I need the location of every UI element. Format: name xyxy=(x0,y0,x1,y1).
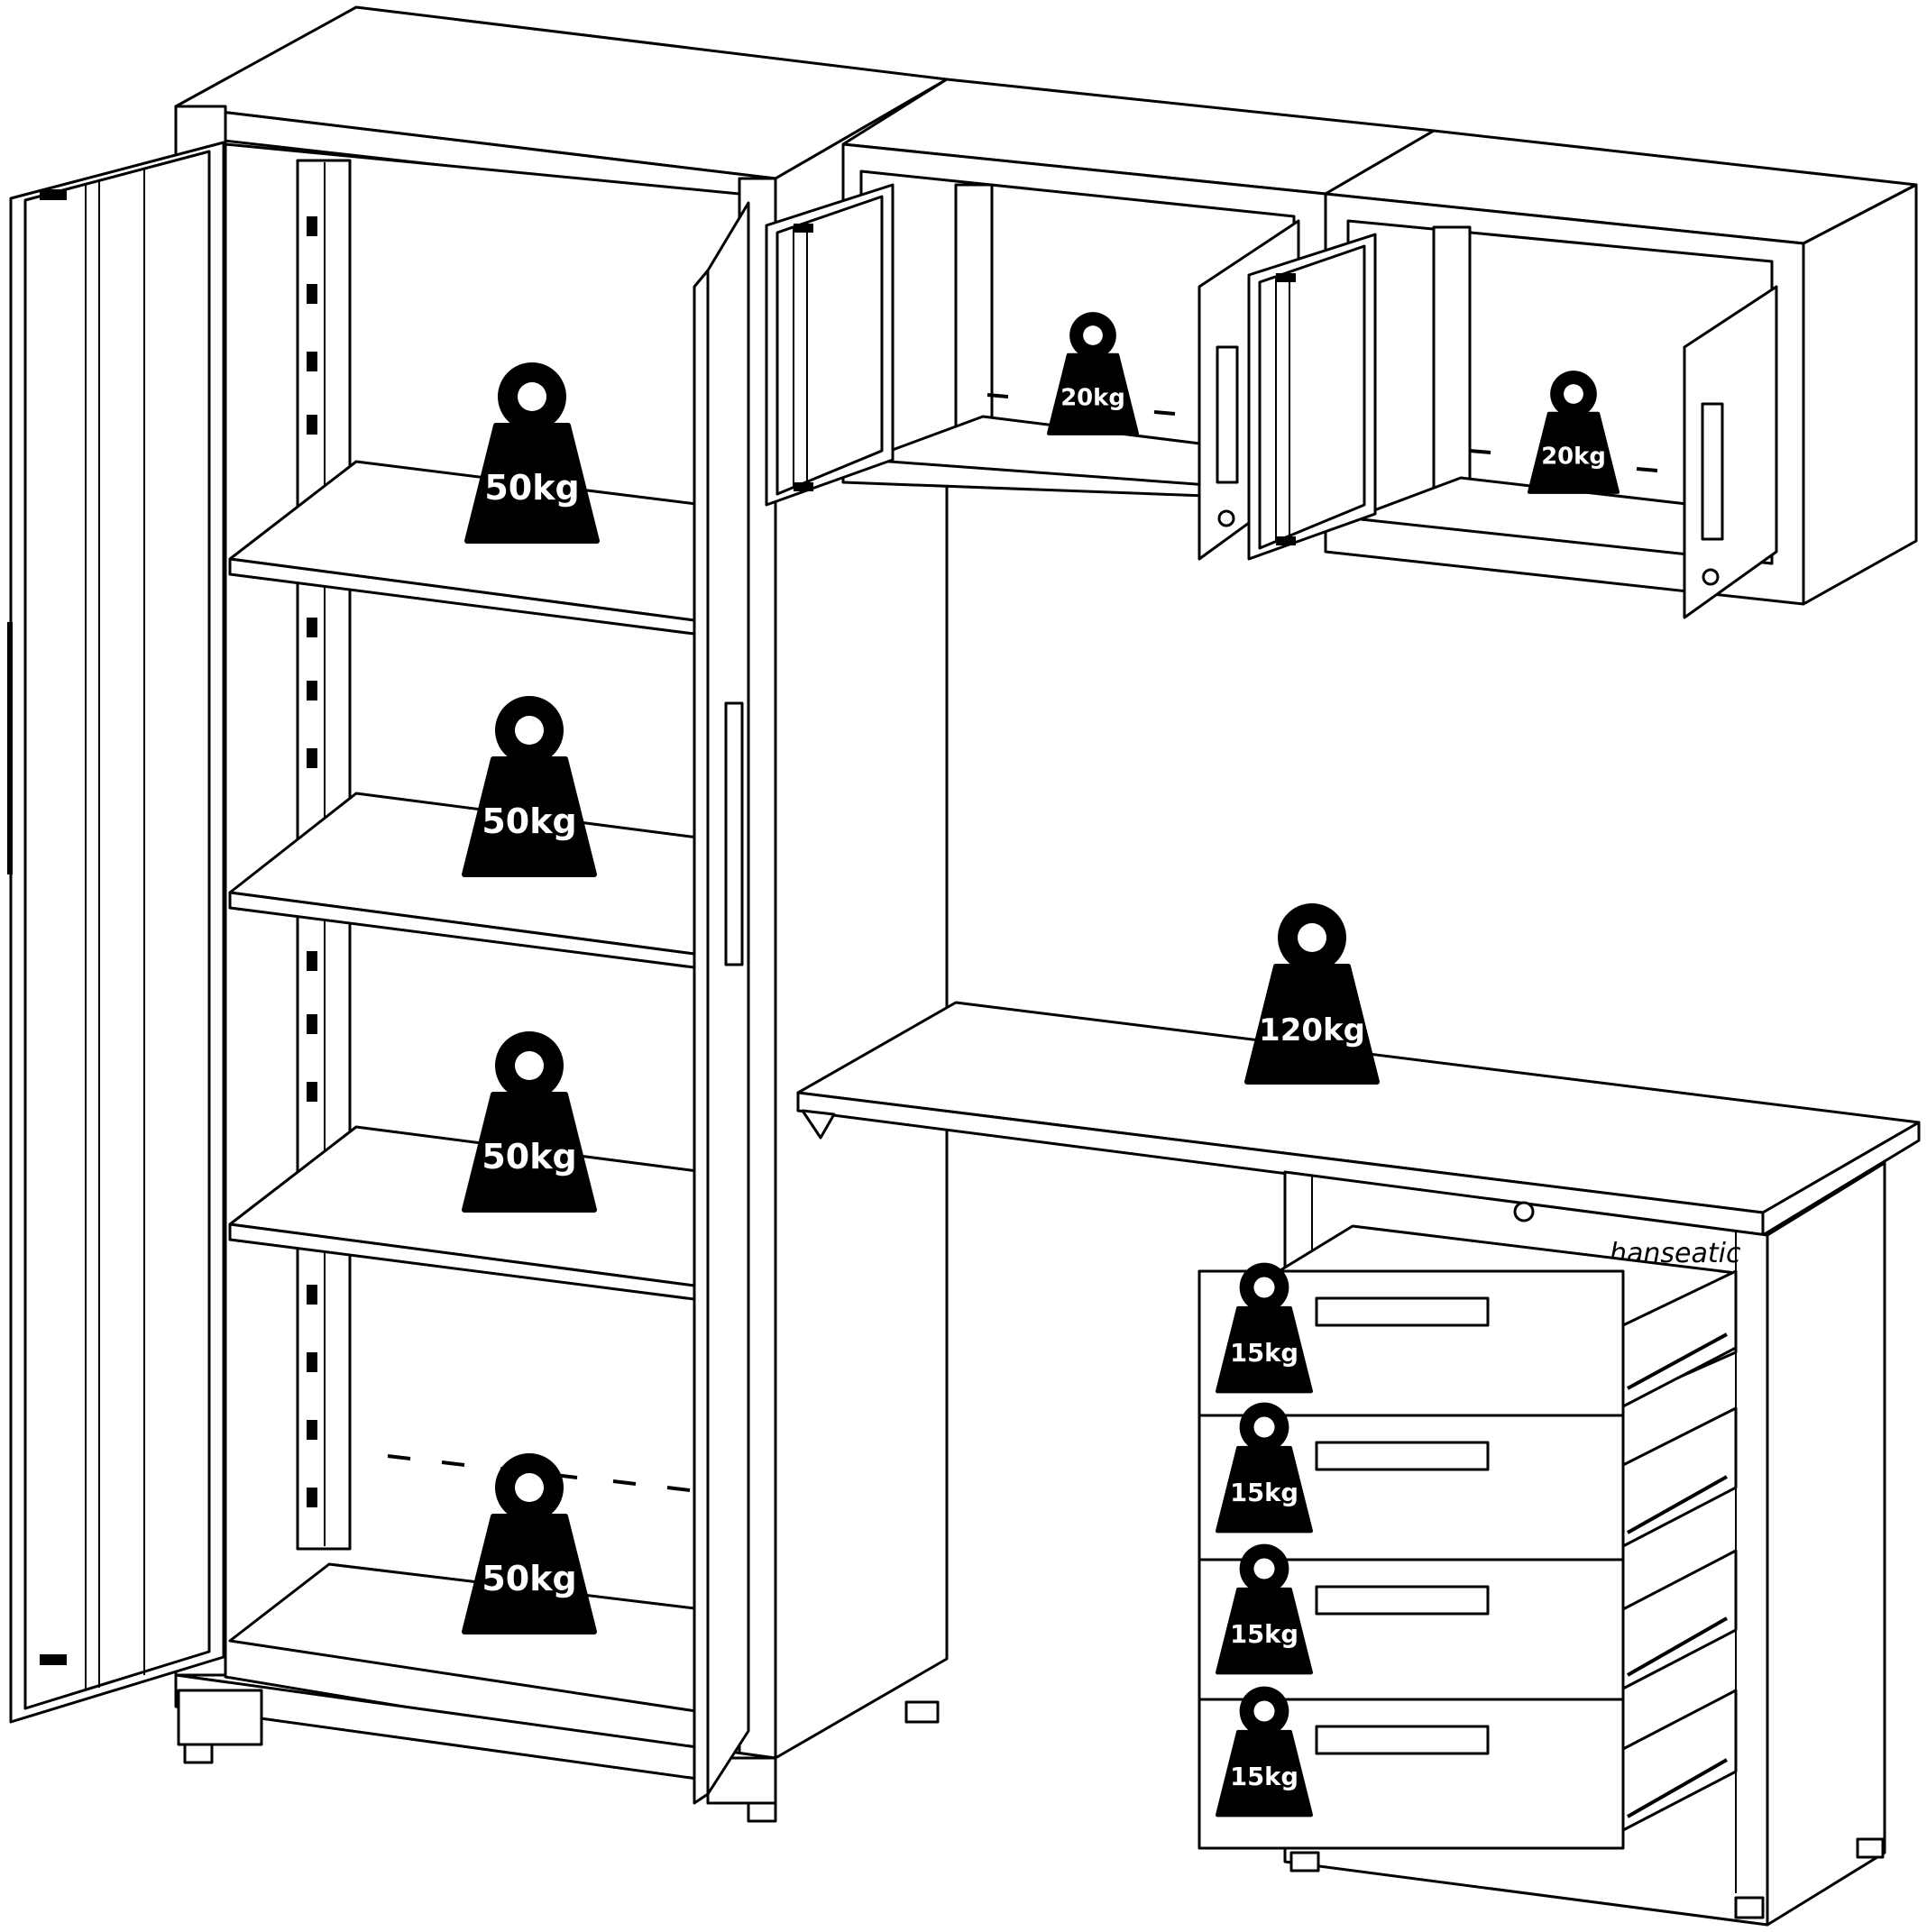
hinge xyxy=(1276,273,1296,282)
tall-cabinet-left-door xyxy=(7,141,225,1724)
workbench: hanseatic xyxy=(796,1001,1921,1927)
weight-icon: 15kg xyxy=(1216,1686,1313,1818)
load-weights: 50kg 50kg 50kg 50kg 20kg 20kg 120kg 15kg 15kg 15k… xyxy=(462,312,1620,1818)
hinge xyxy=(40,1654,67,1665)
hinge xyxy=(794,224,813,233)
hinge xyxy=(1276,536,1296,545)
drawer-handle xyxy=(1315,1725,1490,1755)
hinge xyxy=(40,189,67,200)
drawer-handle xyxy=(1315,1296,1490,1327)
door-handle xyxy=(1701,402,1724,541)
weight-icon: 50kg xyxy=(462,696,597,877)
weight-label: 20kg xyxy=(1060,385,1125,412)
weight-label: 15kg xyxy=(1230,1621,1298,1649)
weight-icon: 15kg xyxy=(1216,1262,1313,1394)
weight-label: 50kg xyxy=(482,1137,576,1177)
weight-icon: 50kg xyxy=(462,1453,597,1634)
foot xyxy=(1856,1837,1885,1859)
weight-icon: 20kg xyxy=(1046,312,1140,435)
weight-icon: 50kg xyxy=(464,362,600,544)
dashes-wall-left xyxy=(986,393,1176,416)
weight-label: 120kg xyxy=(1259,1012,1365,1048)
foot xyxy=(1734,1896,1765,1919)
weight-label: 15kg xyxy=(1230,1340,1298,1368)
weight-label: 50kg xyxy=(484,468,579,508)
drawer-cabinet-side xyxy=(1766,1161,1886,1927)
drawer-handle xyxy=(1315,1585,1490,1616)
door-handle xyxy=(1216,345,1239,484)
weight-icon: 15kg xyxy=(1216,1402,1313,1534)
foot xyxy=(183,1743,214,1764)
weight-icon: 50kg xyxy=(462,1031,597,1213)
hinge xyxy=(794,482,813,491)
door-handle xyxy=(724,701,744,966)
foot xyxy=(904,1700,940,1724)
weight-label: 50kg xyxy=(482,801,576,841)
wall-cabinet-right-side xyxy=(1802,183,1918,606)
weight-icon: 120kg xyxy=(1244,903,1380,1085)
weight-icon: 15kg xyxy=(1216,1543,1313,1675)
weight-label: 20kg xyxy=(1541,444,1606,471)
shelf-rail-slots xyxy=(307,216,317,1507)
foot xyxy=(1289,1851,1320,1872)
door-edge-handle xyxy=(7,622,13,874)
foot xyxy=(747,1801,777,1823)
lock-icon xyxy=(1513,1201,1535,1222)
weight-label: 15kg xyxy=(1230,1479,1298,1507)
tall-cabinet-right-door xyxy=(693,201,750,1805)
weight-icon: 20kg xyxy=(1527,371,1620,494)
weight-label: 50kg xyxy=(482,1559,576,1598)
drawer-handle xyxy=(1315,1441,1490,1471)
weight-label: 15kg xyxy=(1230,1763,1298,1791)
dashes-wall-right xyxy=(1469,449,1658,472)
